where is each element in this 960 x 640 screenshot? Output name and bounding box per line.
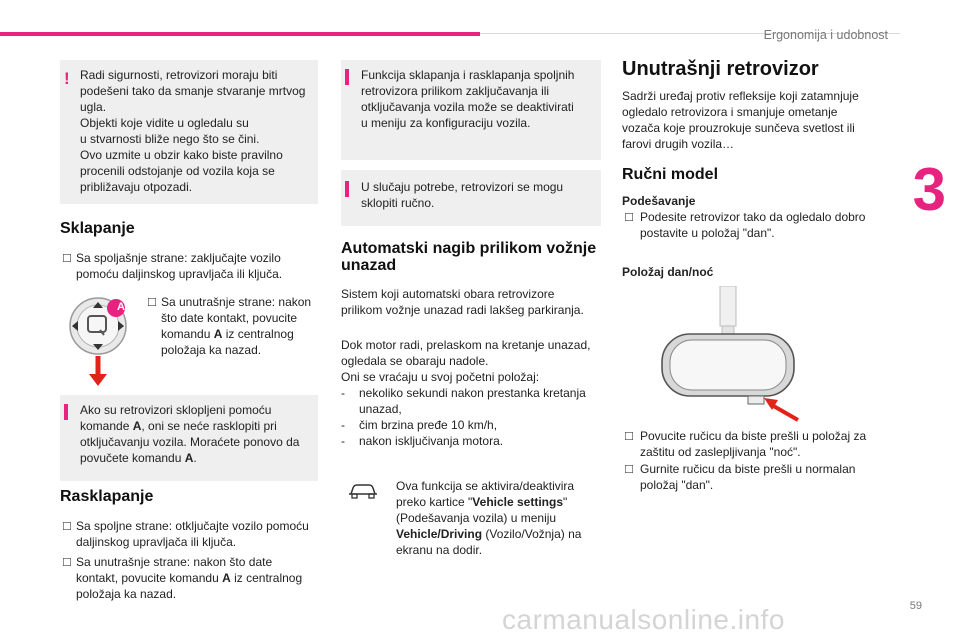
folding-heading: Sklapanje [60, 220, 135, 237]
control-a-label: A [117, 301, 125, 313]
auto-tilt-heading: Automatski nagib prilikom vožnje unazad [341, 240, 597, 274]
info-box-config-text: Funkcija sklapanja i rasklapanja spoljni… [361, 68, 575, 130]
list-item: - nekoliko sekundi nakon prestanka kreta… [341, 386, 586, 416]
bullet-icon: ☐ [624, 464, 634, 476]
header-rule [480, 33, 900, 34]
bullet-icon: ☐ [62, 557, 72, 569]
daynight-item-2: Gurnite ručicu da biste prešli u normala… [640, 462, 856, 492]
settings-note: Ova funkcija se aktivira/deaktivira prek… [396, 479, 582, 557]
adjust-item: Podesite retrovizor tako da ogledalo dob… [640, 210, 866, 240]
info-box-manual-text: U slučaju potrebe, retrovizori se mogu s… [361, 180, 564, 210]
watermark: carmanualsonline.info [502, 604, 785, 635]
bullet-icon: ☐ [62, 521, 72, 533]
info-icon [345, 181, 349, 197]
unfolding-item-2: Sa unutrašnje strane: nakon što date kon… [76, 555, 303, 601]
info-box-folded-text: Ako su retrovizori sklopljeni pomoću kom… [80, 403, 300, 465]
auto-tilt-list: - nekoliko sekundi nakon prestanka kreta… [341, 385, 603, 449]
daynight-item-1: Povucite ručicu da biste prešli u položa… [640, 429, 867, 459]
header-accent-bar [0, 32, 480, 36]
vehicle-settings-icon [349, 484, 377, 499]
info-box-folded [60, 395, 318, 481]
folding-item-2: Sa unutrašnje strane: nakon što date kon… [161, 295, 312, 357]
folding-item-1: Sa spoljašnje strane: zaključajte vozilo… [76, 251, 283, 281]
section-title: Ergonomija i udobnost [763, 28, 888, 42]
unfolding-heading: Rasklapanje [60, 488, 154, 505]
bullet-icon: ☐ [62, 253, 72, 265]
info-icon [64, 404, 68, 420]
warning-box [60, 60, 318, 204]
bullet-icon: ☐ [624, 431, 634, 443]
info-box-config [341, 60, 601, 160]
list-item: - čim brzina pređe 10 km/h, [341, 418, 498, 432]
bullet-icon: ☐ [624, 212, 634, 224]
adjust-heading: Podešavanje [622, 194, 696, 208]
list-item: - nakon isključivanja motora. [341, 434, 504, 448]
auto-tilt-description: Dok motor radi, prelaskom na kretanje un… [341, 338, 591, 384]
bullet-icon: ☐ [147, 297, 157, 309]
manual-model-heading: Ručni model [622, 166, 719, 183]
mirror-control-illustration [69, 297, 127, 386]
page-number: 59 [909, 600, 922, 612]
interior-mirror-illustration [661, 286, 799, 422]
interior-mirror-intro: Sadrži uređaj protiv refleksije koji zat… [622, 89, 859, 151]
chapter-number: 3 [912, 156, 946, 223]
unfolding-item-1: Sa spoljne strane: otključajte vozilo po… [76, 519, 309, 549]
daynight-heading: Položaj dan/noć [622, 265, 714, 279]
interior-mirror-title: Unutrašnji retrovizor [622, 58, 819, 80]
auto-tilt-intro: Sistem koji automatski obara retrovizore… [341, 287, 584, 317]
info-box-manual [341, 170, 601, 226]
info-icon [345, 69, 349, 85]
warning-text: Radi sigurnosti, retrovizori moraju biti… [80, 68, 306, 194]
warning-icon: ! [64, 69, 70, 88]
